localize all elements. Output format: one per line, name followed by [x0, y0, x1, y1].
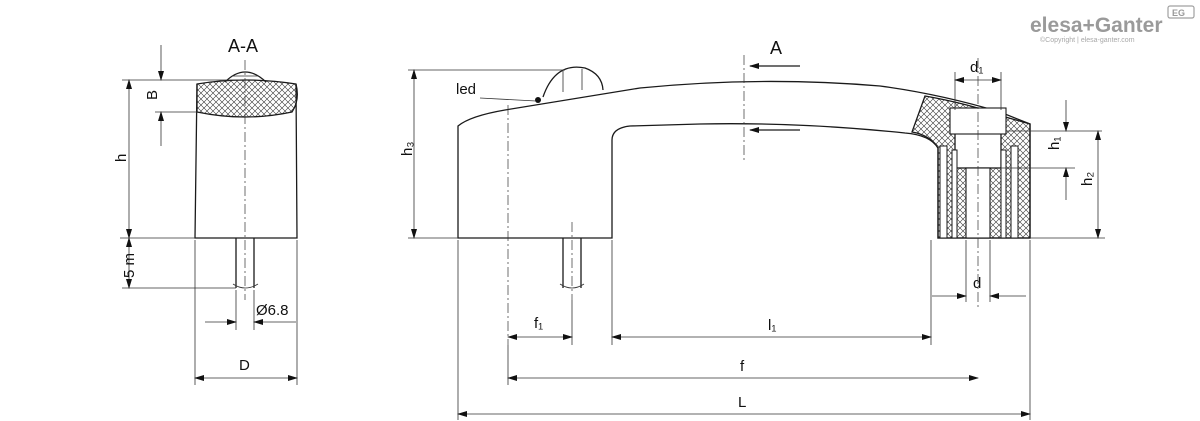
main-side-view: led A h₃ d₁ h₁ h₂	[399, 38, 1105, 420]
led-dome-detail	[562, 69, 583, 92]
section-body	[194, 83, 298, 239]
dim-thread-label: 5 m	[121, 253, 138, 278]
copyright-text: ©Copyright | elesa-ganter.com	[1040, 36, 1135, 44]
led-dome	[542, 66, 604, 98]
section-title: A-A	[228, 36, 258, 56]
dim-h-label: h	[113, 154, 130, 162]
logo-text: elesa+Ganter	[1030, 14, 1163, 37]
section-stud	[235, 238, 255, 288]
dim-b-label: B	[144, 90, 161, 100]
slot-left-inner	[951, 149, 958, 239]
dim-f1-label: f₁	[534, 315, 543, 332]
dim-L-label: L	[738, 394, 746, 411]
main-stud	[562, 238, 582, 288]
main-stud-break	[559, 283, 585, 289]
eg-badge-frame	[1167, 5, 1195, 19]
slot-left-outer	[939, 145, 948, 239]
led-dome-section	[224, 71, 267, 83]
dim-dia-label: Ø6.8	[256, 302, 289, 319]
hatched-cross-section	[196, 79, 298, 118]
dim-h2-label: h₂	[1079, 172, 1096, 186]
stud-break	[232, 283, 259, 289]
dim-d-main-label: d	[973, 275, 981, 292]
section-marker-a: A	[770, 38, 782, 58]
slot-right-outer	[1010, 145, 1019, 239]
led-dot	[535, 97, 541, 103]
dim-l1-label: l₁	[768, 317, 776, 334]
eg-badge: EG	[1172, 8, 1185, 18]
dim-h3-label: h₃	[399, 142, 416, 156]
led-label: led	[456, 81, 476, 98]
dim-d1-label: d₁	[970, 59, 983, 76]
brand-logo: elesa+Ganter EG ©Copyright | elesa-gante…	[1030, 5, 1195, 44]
dim-h1-label: h₁	[1046, 137, 1063, 150]
slot-right-inner	[1000, 149, 1007, 239]
led-leader	[479, 97, 537, 102]
dim-f-label: f	[740, 358, 745, 375]
dim-d-label: D	[239, 357, 250, 374]
section-view-a-a: A-A B h 5 m Ø6.8	[113, 36, 298, 385]
